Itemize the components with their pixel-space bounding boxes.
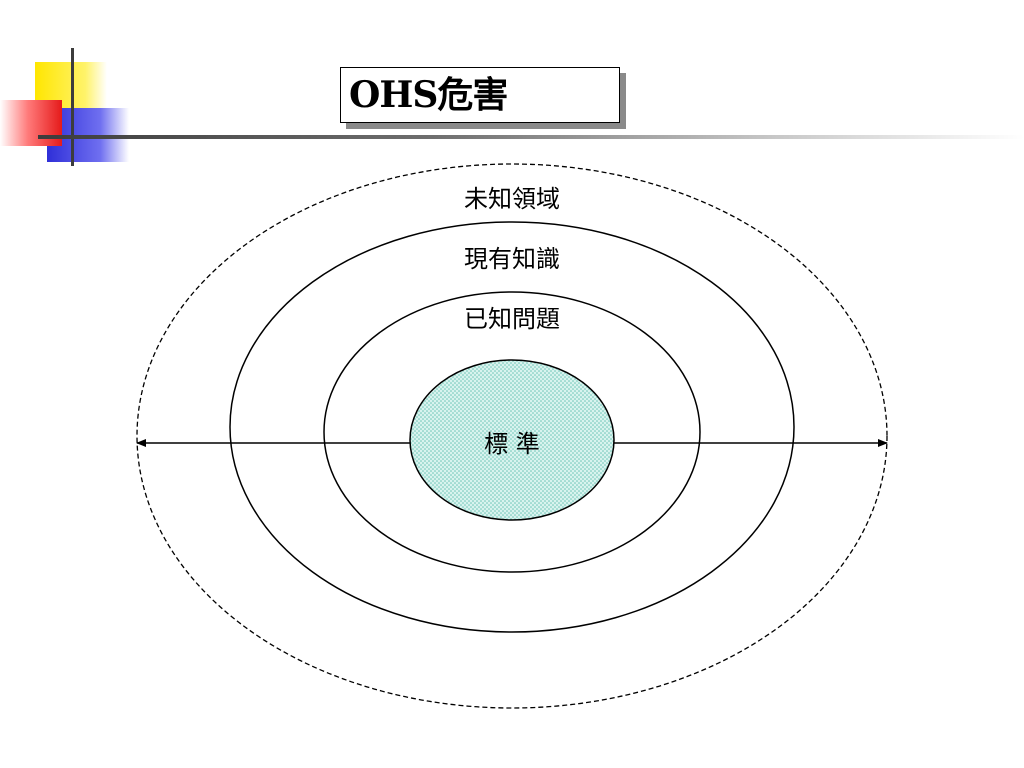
label-unknown-domain: 未知領域 [464,185,560,213]
label-current-knowledge: 現有知識 [464,245,560,273]
core-standard-ellipse [409,359,615,521]
page-title: OHS危害 [340,67,620,123]
outer-ring-unknown [136,163,888,709]
decor-vertical-line [71,48,74,166]
middle-ring-current-knowledge [229,221,795,633]
label-known-issues: 已知問題 [464,305,560,333]
inner-ring-known-issues [323,291,701,573]
header-rule [38,135,1024,139]
label-standard: 標 準 [484,430,540,458]
